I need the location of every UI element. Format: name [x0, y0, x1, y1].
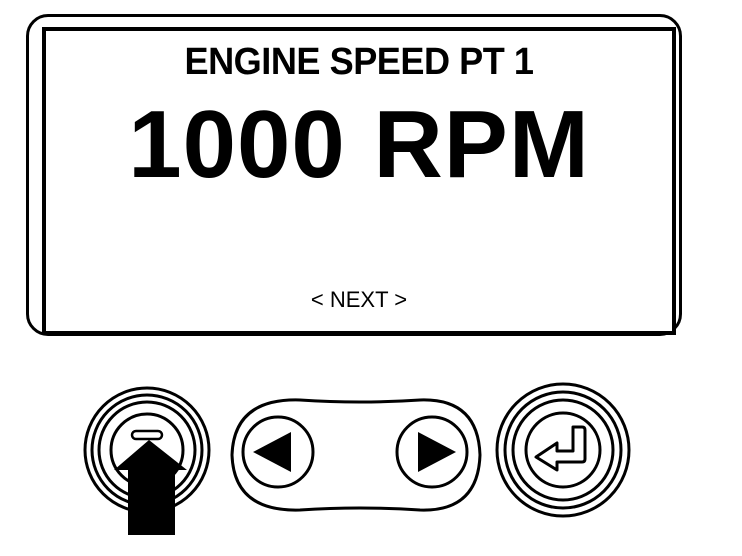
triangle-right-icon: [418, 432, 456, 472]
display-screen: ENGINE SPEED PT 1 1000 RPM < NEXT >: [42, 27, 676, 335]
next-softkey-label: < NEXT >: [310, 287, 408, 312]
arrow-pill: [230, 398, 482, 512]
enter-button[interactable]: [497, 384, 629, 516]
menu-bar-icon: [130, 429, 164, 441]
enter-return-icon: [534, 425, 587, 472]
triangle-left-icon: [253, 432, 291, 472]
screen-title: ENGINE SPEED PT 1: [184, 41, 534, 83]
engine-speed-value: 1000 RPM: [128, 91, 590, 198]
menu-button[interactable]: [85, 388, 209, 512]
left-arrow-button[interactable]: [243, 417, 313, 487]
up-arrow-pointer-icon: [114, 440, 187, 535]
right-arrow-button[interactable]: [397, 417, 467, 487]
enter-button-rings: [495, 382, 631, 518]
